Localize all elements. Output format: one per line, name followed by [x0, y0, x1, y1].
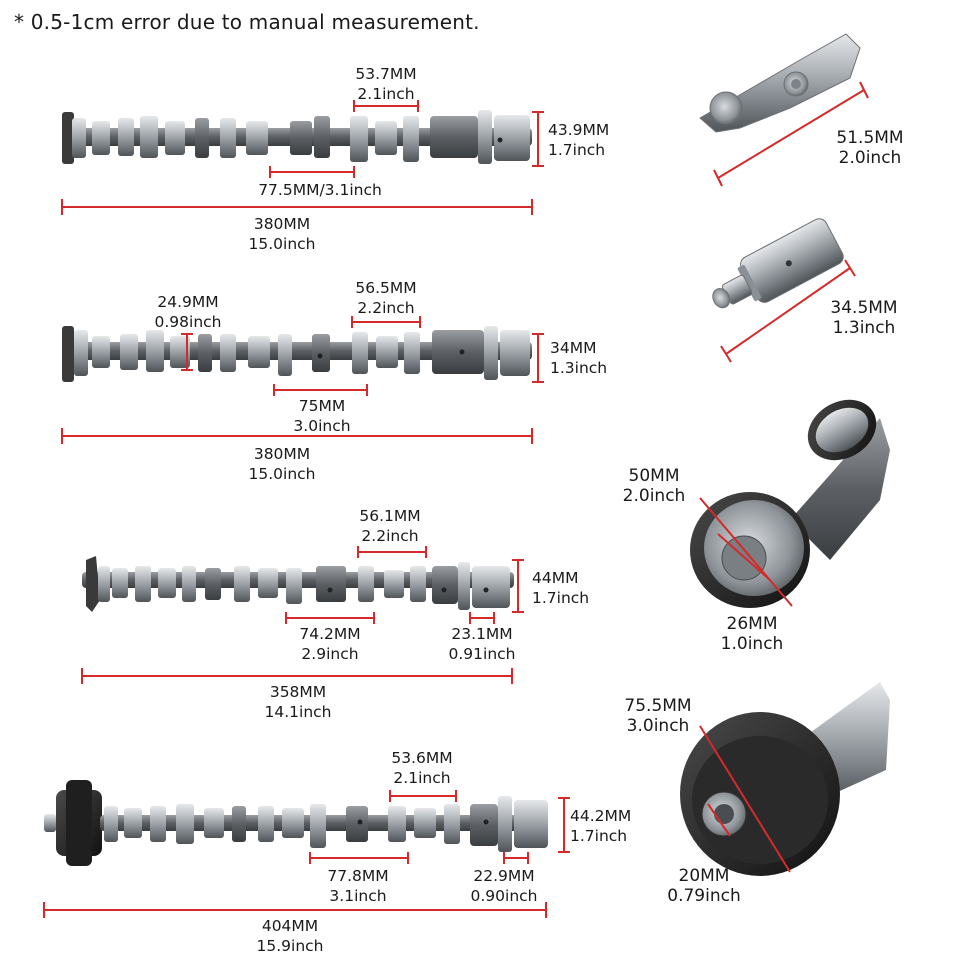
hydraulic-lifter	[712, 218, 844, 309]
camshaft-1-dimension-lines	[61, 100, 544, 215]
lifter-dimension-line	[720, 259, 856, 363]
measurement-note: * 0.5-1cm error due to manual measuremen…	[14, 10, 480, 34]
camshaft-3	[82, 556, 514, 612]
phaser-end-dimension-lines	[699, 725, 791, 873]
sprocket-end-closeup	[690, 399, 890, 608]
camshaft-4	[44, 780, 548, 866]
camshaft-2	[62, 326, 532, 382]
camshaft-1-journal-spacing-label: 77.5MM/3.1inch	[258, 181, 382, 199]
camshaft-4-dimension-lines	[43, 790, 570, 918]
rocker-arm-dimension-line	[713, 81, 869, 187]
rocker-arm	[699, 33, 861, 133]
phaser-end-closeup	[680, 682, 890, 876]
camshaft-1	[62, 110, 532, 164]
sprocket-end-dimension-lines	[699, 497, 793, 607]
camshaft-2-dimension-lines	[61, 316, 544, 444]
camshaft-3-dimension-lines	[81, 546, 524, 684]
